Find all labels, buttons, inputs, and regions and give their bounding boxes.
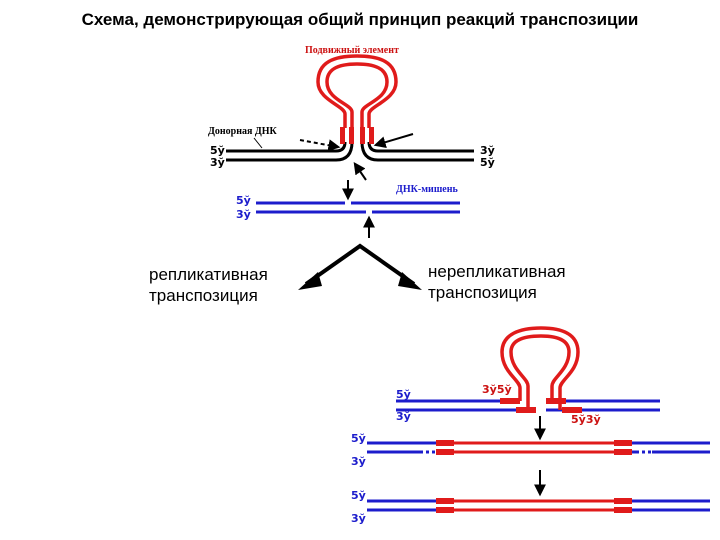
nonreplicative-transposition-label: нерепликативная транспозиция [428, 262, 566, 302]
page-title: Схема, демонстрирующая общий принцип реа… [81, 10, 639, 29]
step1-3-end: 3ў [396, 410, 411, 423]
branch-arrows [298, 243, 422, 290]
step3-5-end: 5ў [351, 489, 366, 502]
step2-3-end: 3ў [351, 455, 366, 468]
target-3-end: 3ў [236, 208, 251, 221]
target-5-end: 5ў [236, 194, 251, 207]
donor-left-5-end: 5ў [210, 144, 225, 157]
step1-5-end: 5ў [396, 388, 411, 401]
target-dna [256, 201, 460, 214]
target-dna-label: ДНК-мишень [396, 184, 458, 195]
replicative-transposition-label: репликативная транспозиция [149, 265, 268, 305]
mobile-element-label: Подвижный элемент [305, 45, 399, 56]
step2-5-end: 5ў [351, 432, 366, 445]
target-cut-arrows [342, 180, 375, 238]
step3-3-end: 3ў [351, 512, 366, 525]
step1-mobile-element [500, 326, 582, 413]
step3-strands [367, 498, 710, 513]
step2-strands [367, 440, 710, 455]
step1-element-left-ends: 3ў5ў [482, 383, 512, 396]
donor-left-3-end: 3ў [210, 156, 225, 169]
donor-right-3-end: 3ў [480, 144, 495, 157]
cleavage-arrows [299, 133, 414, 181]
step1-element-right-ends: 5ў3ў [571, 413, 601, 426]
donor-dna [226, 141, 474, 162]
donor-right-5-end: 5ў [480, 156, 495, 169]
donor-dna-pointer [253, 137, 263, 149]
donor-dna-label: Донорная ДНК [208, 126, 277, 137]
mobile-element [316, 54, 398, 144]
